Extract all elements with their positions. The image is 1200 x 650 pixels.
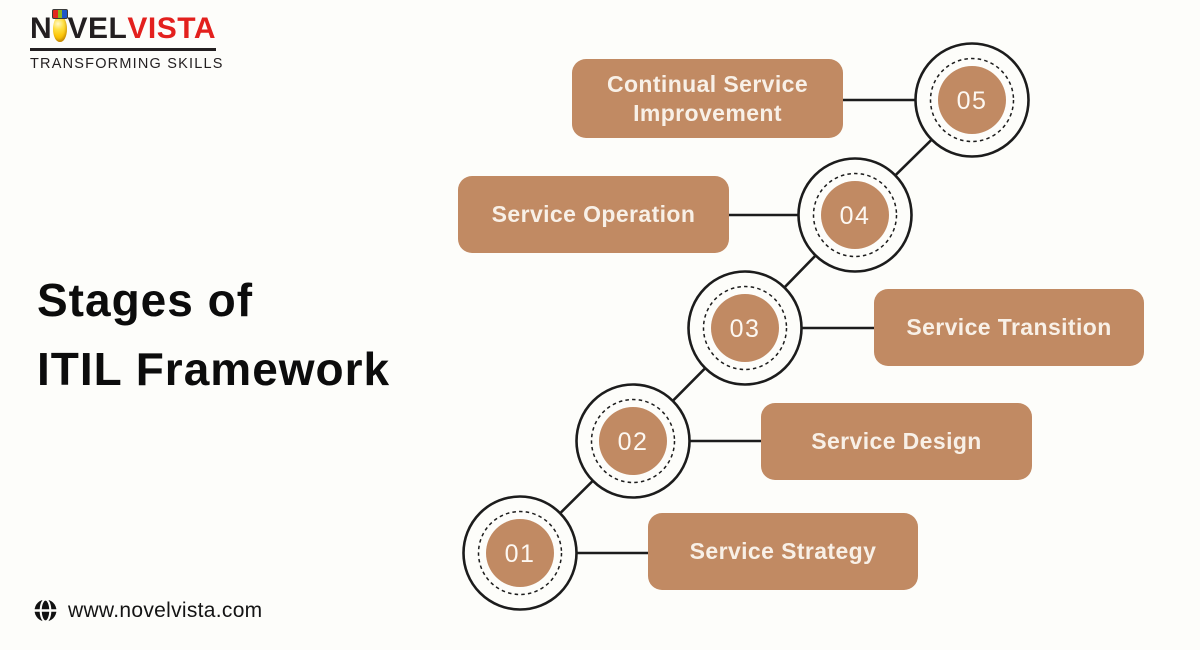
- footer: www.novelvista.com: [33, 598, 262, 623]
- stage-01-circle: 01: [462, 495, 578, 611]
- globe-icon: [34, 598, 57, 623]
- stage-05-number: 05: [957, 87, 988, 115]
- page-title-line2: ITIL Framework: [37, 343, 391, 395]
- stage-label-service-design: Service Design: [761, 403, 1032, 480]
- logo-text-vista: VISTA: [127, 12, 216, 45]
- page-title: Stages of ITIL Framework: [37, 266, 390, 404]
- logo-tagline: TRANSFORMING SKILLS: [30, 55, 224, 72]
- stage-05-circle: 05: [914, 42, 1030, 158]
- logo-crown-icon: [51, 9, 68, 19]
- novelvista-logo: N VEL VISTA TRANSFORMING SKILLS: [30, 9, 224, 72]
- stage-02-number: 02: [618, 428, 649, 456]
- stage-03-circle: 03: [687, 270, 803, 386]
- stage-01-number: 01: [505, 540, 536, 568]
- stage-label-continual-service-improvement: Continual Service Improvement: [572, 59, 843, 138]
- website-url: www.novelvista.com: [68, 598, 263, 622]
- stage-02-circle: 02: [575, 383, 691, 499]
- logo-ball-icon: [51, 9, 68, 42]
- logo-wordmark: N VEL VISTA: [30, 9, 216, 45]
- stage-label-service-operation: Service Operation: [458, 176, 729, 253]
- stage-label-service-strategy: Service Strategy: [648, 513, 918, 590]
- logo-divider: [30, 48, 216, 51]
- page-title-line1: Stages of: [37, 274, 254, 326]
- stage-04-circle: 04: [797, 157, 913, 273]
- stage-03-number: 03: [730, 315, 761, 343]
- logo-text-vel: VEL: [67, 12, 128, 45]
- stage-04-number: 04: [840, 202, 871, 230]
- logo-text-n: N: [30, 12, 53, 45]
- stage-label-service-transition: Service Transition: [874, 289, 1144, 366]
